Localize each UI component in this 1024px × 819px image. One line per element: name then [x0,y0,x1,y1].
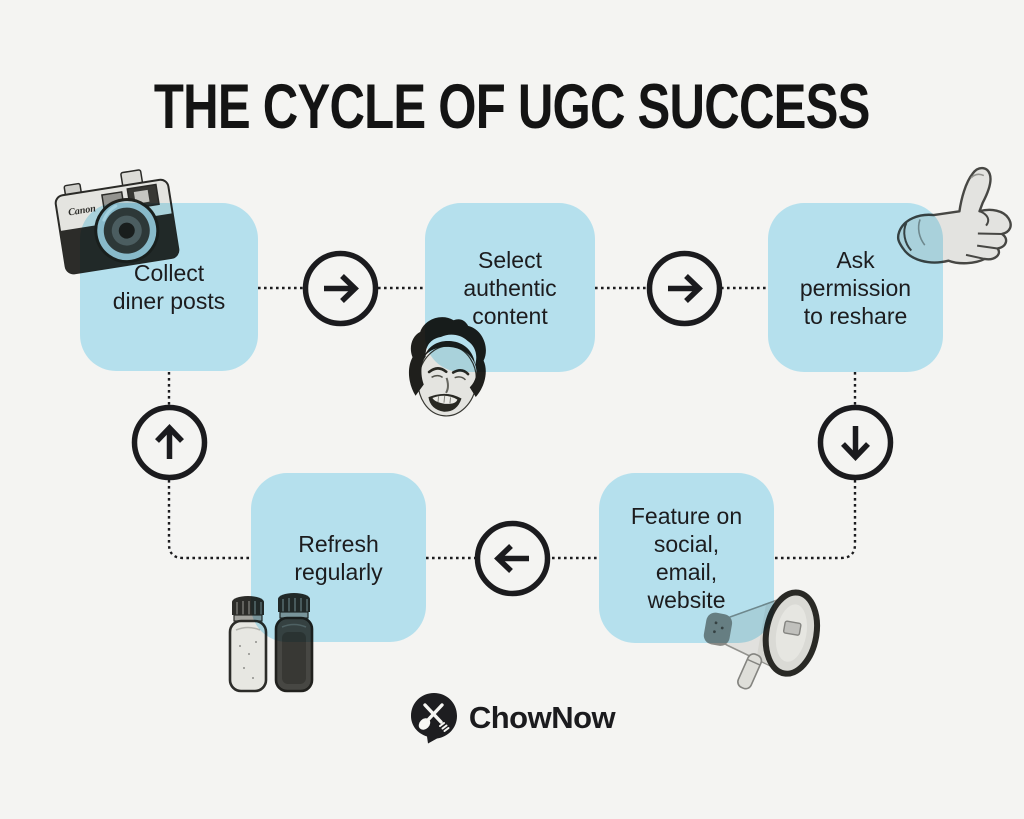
arrow-up-icon [131,404,208,481]
arrow-down-icon [817,404,894,481]
grimacing-face-icon [401,315,496,433]
step-label-line: social, [653,531,720,557]
step-label-line: website [647,587,726,613]
step-label-line: Select [478,246,542,273]
step-label-line: content [472,302,548,329]
svg-text:Canon: Canon [67,203,97,218]
step-label-line: regularly [294,558,383,585]
step-label-line: diner posts [112,288,226,314]
arrow-left-icon [474,520,551,597]
step-label-line: Ask [836,246,875,273]
step-box-feature-on-channels: Feature on social, email, website [599,473,774,643]
page-title: THE CYCLE OF UGC SUCCESS [0,76,1024,139]
step-label-line: email, [655,559,718,585]
step-label-line: Feature on [630,503,743,529]
step-label-line: Collect [133,260,205,286]
salt-pepper-shakers-icon [222,590,322,698]
brand-name: ChowNow [468,700,616,735]
chownow-pin-icon [409,692,459,744]
step-label-line: permission [799,274,912,301]
camera-icon: Canon [48,160,186,280]
thumbs-up-icon [890,166,1016,268]
megaphone-icon [690,578,822,698]
step-label-line: authentic [463,274,557,301]
step-label-line: to reshare [803,302,908,329]
step-box-refresh-regularly: Refresh regularly [251,473,426,642]
page-title-text: THE CYCLE OF UGC SUCCESS [154,72,871,142]
step-label-line: Refresh [298,530,379,557]
brand-footer: ChowNow [0,692,1024,744]
arrow-right-icon [646,250,723,327]
arrow-right-icon [302,250,379,327]
